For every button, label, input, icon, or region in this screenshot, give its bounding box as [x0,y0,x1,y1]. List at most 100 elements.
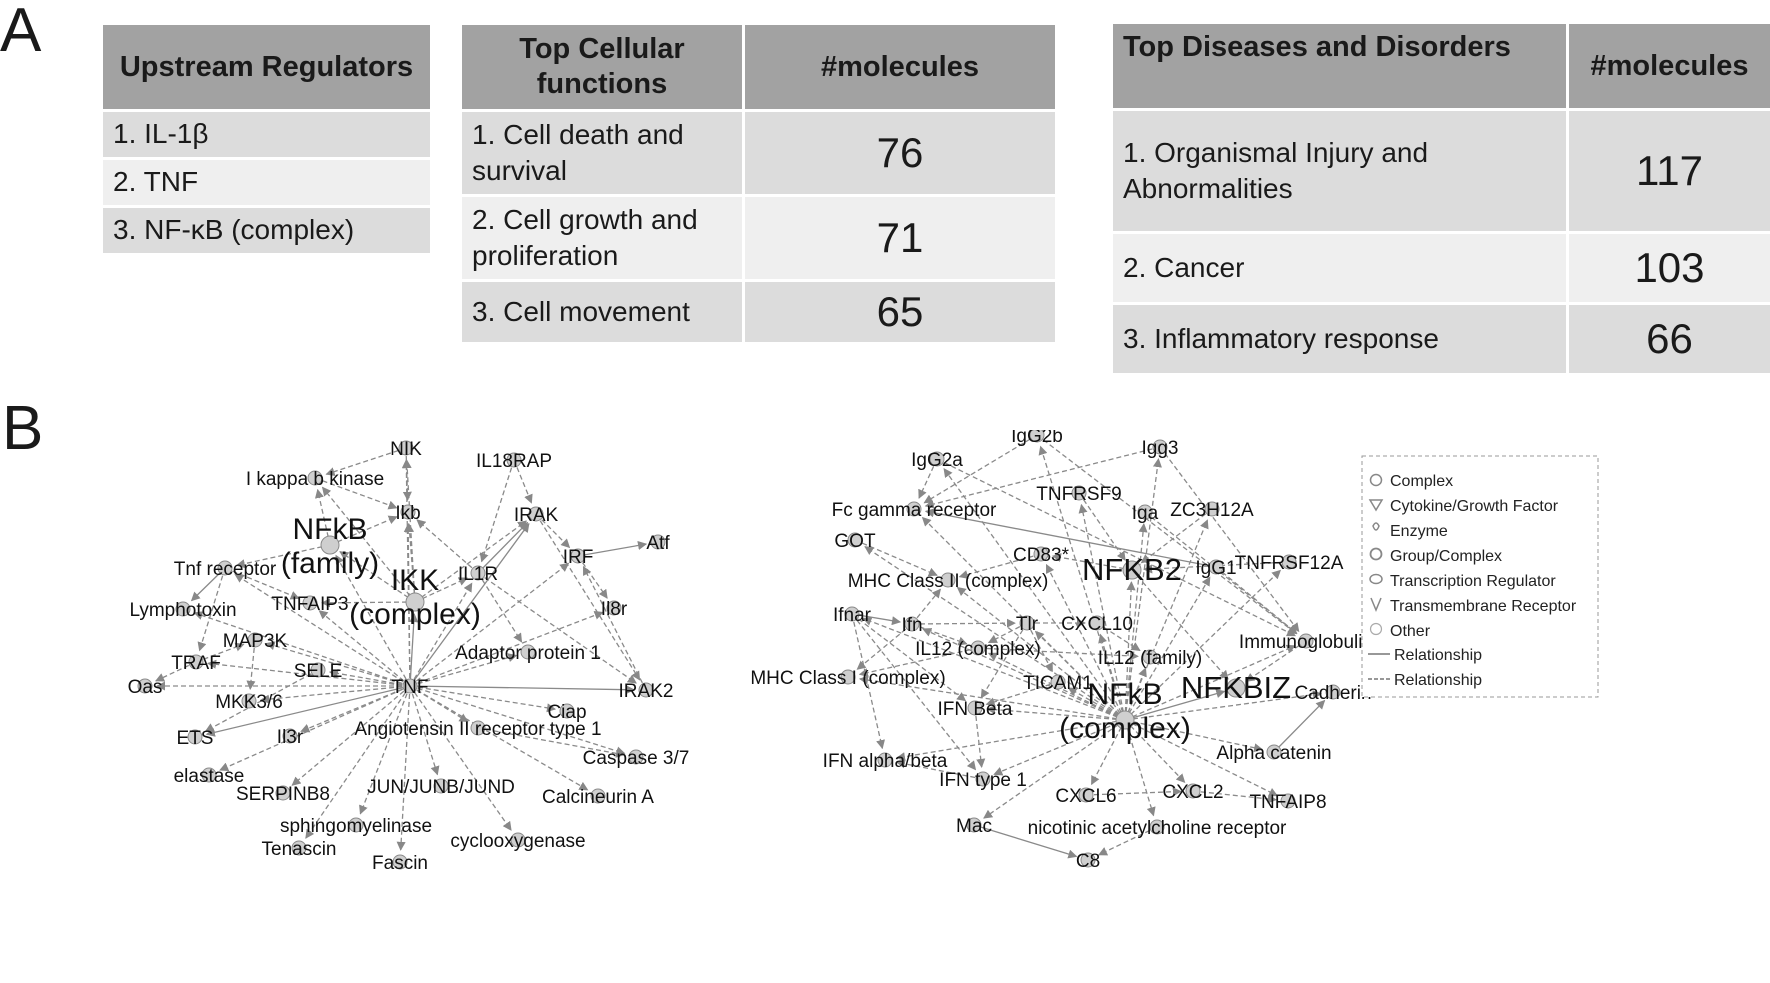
table-row: 3. Inflammatory response 66 [1113,305,1770,373]
table-header: Top Diseases and Disorders [1113,24,1569,108]
network1-edge [479,459,515,563]
node-label: TNFRSF9 [1036,484,1122,505]
table-cell-count: 65 [745,282,1055,342]
network1-node: Ikb [395,503,420,524]
network1-node: Il8r [601,599,628,620]
node-shape [506,452,522,468]
network2-edge [958,553,1042,579]
node-label: Adaptor protein 1 [455,643,601,664]
node-shape [1325,684,1341,700]
network2-edge [924,508,1217,568]
network1-edge [414,520,528,603]
network1-node: JUN/JUNB/JUND [367,777,515,798]
node-shape [904,616,920,632]
network2-node: NFKB2 [1082,552,1182,587]
node-shape [392,854,408,870]
node-shape [1089,615,1105,631]
network1-node: NFkB(family) [281,513,379,580]
network2-edges [851,434,1326,859]
node-label: Alpha catenin [1216,743,1331,764]
node-label: Calcineurin A [542,787,654,808]
network1-edge [577,555,608,599]
network1-node: Tenascin [262,839,337,860]
network2-edge [924,446,1161,509]
network1-edge [207,659,411,687]
network2-node: MHC Class II (complex) [848,571,1049,592]
node-shape [520,644,536,660]
node-label: NFkB(complex) [1059,678,1191,745]
node-shape [241,693,257,709]
node-label: I kappa b kinase [246,469,384,490]
node-shape [1137,504,1153,520]
node-label: C8 [1076,851,1100,872]
node-shape [906,501,922,517]
network2-node: NFkB(complex) [1059,678,1191,745]
network1-node: TRAF [171,653,221,674]
node-label: Ikb [395,503,420,524]
node-label: NFkB(family) [281,513,379,580]
network2-edge [1096,622,1141,652]
diseases-table: Top Diseases and Disorders #molecules 1.… [1113,21,1770,376]
network2-edge [1124,569,1282,721]
network2-node: Alpha catenin [1216,743,1331,764]
group-icon [1369,547,1383,561]
table-cell-label: 3. Cell movement [462,282,745,342]
table-row: 3. Cell movement 65 [462,282,1055,342]
node-shape [628,749,644,765]
network1-node: sphingomyelinase [280,816,432,837]
node-label: Ifnar [833,605,872,626]
network2-edge [858,675,1126,721]
network2-edge [1140,508,1213,564]
node-label: MKK3/6 [215,692,283,713]
network2-edge [973,824,1078,859]
network2-edge [1036,434,1298,635]
node-shape [402,678,418,694]
node-label: Atf [646,533,670,554]
node-shape [247,632,263,648]
node-label: Il3r [277,727,304,748]
network2-node: CD83* [1013,545,1070,566]
network2-edge [1124,719,1186,783]
node-label: IL12 (family) [1098,648,1203,669]
node-label: Igg3 [1142,438,1179,459]
network2-node: CXCL10 [1061,614,1133,635]
network1-edge [409,582,473,687]
node-shape [570,548,586,564]
node-shape [877,752,893,768]
network2-node: CXCL6 [1055,786,1116,807]
network2-node: C8 [1076,851,1100,872]
node-shape [470,565,486,581]
node-shape [302,595,318,611]
node-shape [320,535,340,555]
network1-node: IRF [563,547,594,568]
node-shape [282,728,298,744]
network2-edge [1124,523,1148,721]
network1-edge [409,653,518,687]
node-shape [844,606,860,622]
node-label: IFN type 1 [939,770,1027,791]
node-shape [275,785,291,801]
network2-edge [918,458,938,499]
network2-edge [1078,492,1126,561]
network2-node: NFKBIZ [1181,670,1291,705]
network2-node: IFN alpha/beta [823,751,948,772]
transmembrane-receptor-icon [1370,597,1382,612]
table-cell-count: 117 [1569,111,1770,231]
node-label: Iga [1132,503,1159,524]
network1-edge [409,685,557,713]
node-label: IgG1 [1195,558,1236,579]
legend-label: Other [1390,623,1431,640]
network1-node: ETS [177,728,214,749]
node-shape [929,451,945,467]
network1-edge [416,519,479,574]
node-shape [175,601,191,617]
node-label: MHC Class II (complex) [848,571,1049,592]
network1-edge [582,565,647,691]
table-row: 1. Cell death and survival 76 [462,112,1055,194]
transcription-regulator-icon [1369,573,1383,585]
network2-edge [936,458,1297,637]
network2-node: IFN type 1 [939,770,1027,791]
network1-node: Angiotensin II receptor type 1 [354,719,601,740]
network2-edge [851,613,977,771]
network2-node: CXCL2 [1162,782,1223,803]
